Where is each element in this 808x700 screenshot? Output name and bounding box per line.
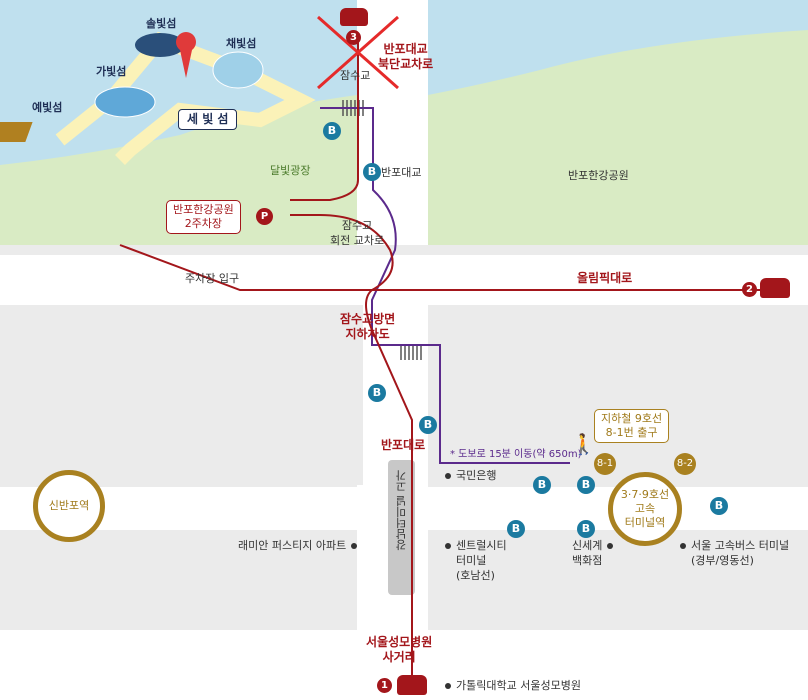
poi-express-bus-terminal: 서울 고속버스 터미널(경부/영동선) bbox=[675, 538, 789, 568]
bus-stop-icon: B bbox=[419, 416, 437, 434]
exit-8-1-badge: 8-1 bbox=[594, 453, 616, 475]
car-icon-route2 bbox=[760, 278, 790, 298]
label-dalbit-plaza: 달빛광장 bbox=[270, 164, 311, 177]
bus-stop-icon: B bbox=[710, 497, 728, 515]
closed-x-icon bbox=[317, 15, 399, 90]
yebit-island-icon bbox=[0, 122, 33, 142]
label-yebit: 예빛섬 bbox=[32, 101, 63, 114]
bus-stop-icon: B bbox=[323, 122, 341, 140]
bus-stop-icon: B bbox=[368, 384, 386, 402]
bus-stop-icon: B bbox=[363, 163, 381, 181]
label-overpass: 강남터미널 고가 bbox=[395, 470, 408, 551]
walking-person-icon: 🚶 bbox=[571, 432, 596, 456]
label-olympic-road: 올림픽대로 bbox=[577, 271, 633, 285]
poi-kookmin-bank: 국민은행 bbox=[440, 468, 496, 483]
car-icon-route3 bbox=[340, 8, 368, 26]
bus-stop-icon: B bbox=[577, 476, 595, 494]
solbit-island-icon bbox=[135, 33, 185, 57]
crosswalk-mid bbox=[400, 344, 422, 360]
bus-stop-icon: B bbox=[533, 476, 551, 494]
label-jamsu-bridge: 잠수교 bbox=[340, 69, 371, 82]
bus-stop-icon: B bbox=[507, 520, 525, 538]
walking-route bbox=[320, 107, 570, 464]
label-sebit: 세 빛 섬 bbox=[178, 109, 238, 130]
location-pin-icon bbox=[176, 32, 197, 78]
car-icon-route1 bbox=[397, 675, 427, 695]
poi-raemian: 래미안 퍼스티지 아파트 bbox=[238, 538, 362, 553]
route-1-badge: 1 bbox=[377, 678, 392, 693]
overpass-road bbox=[388, 460, 415, 595]
road-olympic bbox=[0, 255, 808, 305]
island-walkways bbox=[55, 31, 316, 165]
route-2-badge: 2 bbox=[742, 282, 757, 297]
river-right bbox=[428, 0, 808, 95]
route-3-badge: 3 bbox=[346, 30, 361, 45]
label-banpo-road: 반포대로 bbox=[381, 438, 426, 452]
exit-8-2-badge: 8-2 bbox=[674, 453, 696, 475]
gabit-island-icon bbox=[94, 86, 156, 118]
label-solbit: 솔빛섬 bbox=[146, 17, 177, 30]
walk-note: * 도보로 15분 이동(약 650m) bbox=[450, 449, 582, 460]
bus-stop-icon: B bbox=[577, 520, 595, 538]
car-route-2 bbox=[119, 244, 760, 291]
label-hangang-park: 반포한강공원 bbox=[568, 169, 629, 182]
label-chaebit: 채빛섬 bbox=[226, 37, 257, 50]
label-gabit: 가빛섬 bbox=[96, 65, 127, 78]
station-sinbanpo: 신반포역 bbox=[33, 470, 105, 542]
poi-catholic-univ-hospital: 가톨릭대학교 서울성모병원 bbox=[440, 678, 581, 693]
chaebit-island-icon bbox=[212, 51, 264, 89]
label-parking-entrance: 주차장 입구 bbox=[185, 272, 240, 285]
parking-icon: P bbox=[256, 208, 273, 225]
car-route-1-3 bbox=[290, 40, 413, 680]
label-banpo-bridge: 반포대교 bbox=[381, 166, 422, 179]
